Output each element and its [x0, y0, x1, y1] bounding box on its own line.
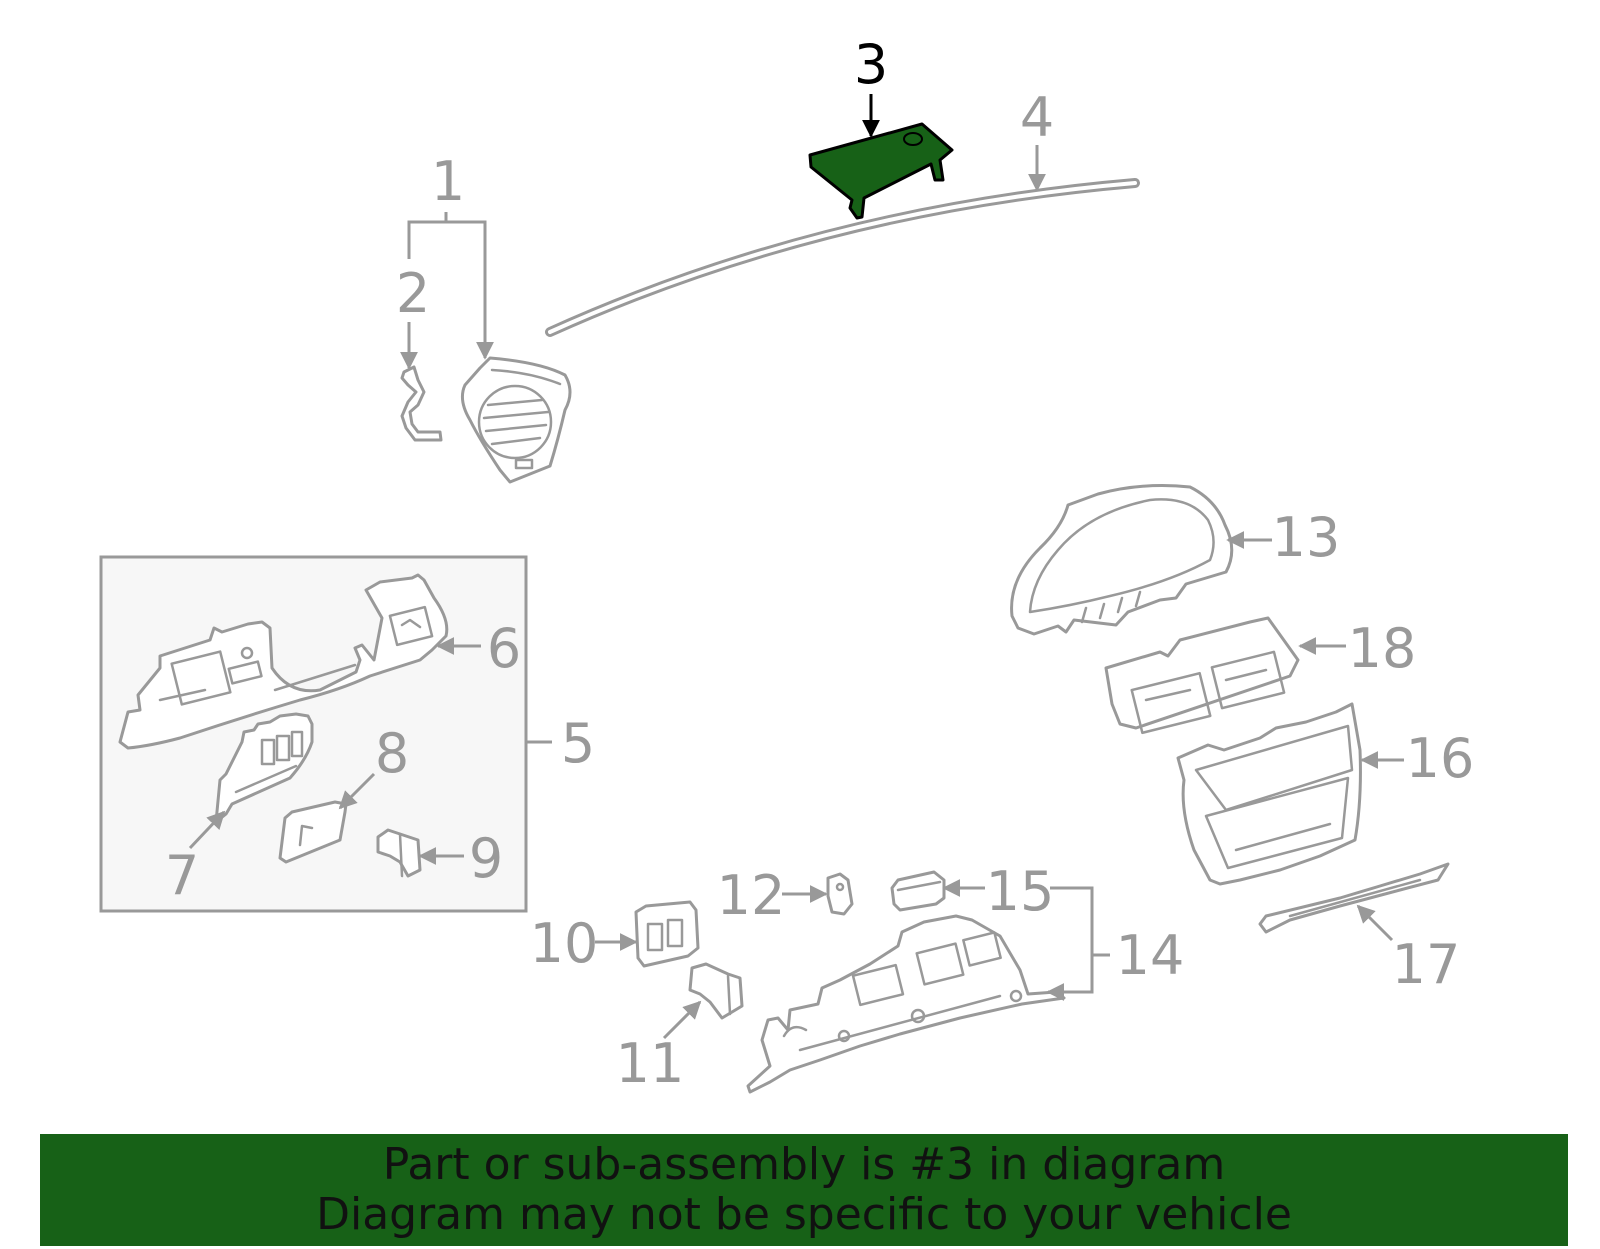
- banner-line-disclaimer: Diagram may not be specific to your vehi…: [316, 1189, 1292, 1240]
- callout-1: 1: [431, 150, 465, 213]
- part-2-bracket: [400, 365, 443, 442]
- part-6-lower-panel: [118, 573, 449, 750]
- callout-16: 16: [1406, 727, 1475, 790]
- callout-5: 5: [561, 712, 595, 775]
- callout-3[interactable]: 3: [854, 33, 888, 96]
- part-13-cluster-bezel: [1010, 484, 1234, 636]
- part-16-center-bezel: [1176, 702, 1362, 886]
- callout-13: 13: [1272, 506, 1341, 569]
- part-17-trim-strip: [1258, 862, 1450, 934]
- callout-15: 15: [986, 860, 1055, 923]
- callout-7: 7: [165, 844, 199, 907]
- info-banner: Part or sub-assembly is #3 in diagram Di…: [40, 1134, 1568, 1246]
- leader-lines: [188, 94, 1404, 1040]
- banner-line-part: Part or sub-assembly is #3 in diagram: [382, 1139, 1226, 1190]
- callout-11: 11: [616, 1032, 685, 1095]
- callout-14: 14: [1116, 924, 1185, 987]
- callout-12: 12: [717, 864, 786, 927]
- part-3-panel[interactable]: [808, 122, 954, 220]
- callout-2: 2: [396, 262, 430, 325]
- callout-17: 17: [1392, 933, 1461, 996]
- callout-4: 4: [1020, 86, 1054, 149]
- part-11-switch: [688, 962, 744, 1020]
- part-18-vent-assembly: [1104, 616, 1300, 735]
- callout-6: 6: [487, 617, 521, 680]
- part-7-glove-box: [214, 712, 314, 824]
- callout-9: 9: [469, 827, 503, 890]
- callout-18: 18: [1348, 617, 1417, 680]
- callout-labels: 3 4 1 2 6 5 7 8 9 10 11 12 15 14 13 18 1…: [165, 33, 1475, 1095]
- part-12-clip: [826, 872, 854, 916]
- callout-8: 8: [375, 722, 409, 785]
- part-10-switch: [634, 900, 700, 968]
- part-1-vent-housing: [460, 356, 572, 484]
- part-9-latch: [376, 828, 422, 878]
- callout-10: 10: [530, 912, 599, 975]
- part-14-console-panel: [746, 914, 1066, 1094]
- part-4-trim-strip: [545, 178, 1140, 337]
- part-15-insert: [890, 870, 946, 912]
